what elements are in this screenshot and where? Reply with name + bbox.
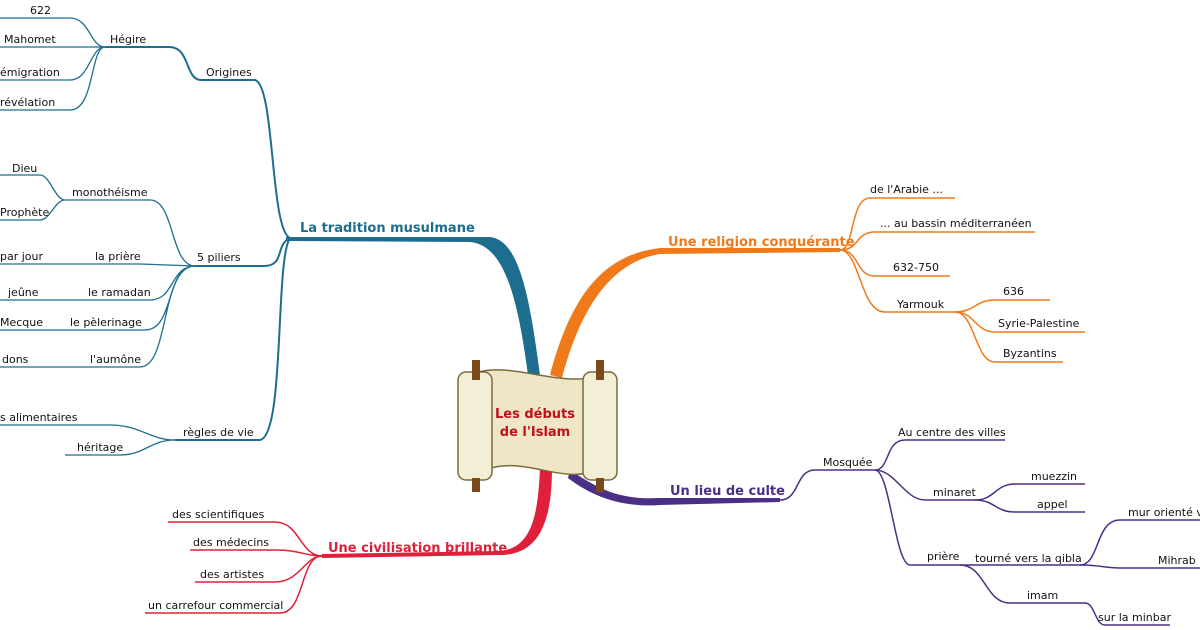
civilisation-links <box>145 521 323 614</box>
hegire-item-emigration: émigration <box>0 66 60 79</box>
qibla-item-mihrab: Mihrab <box>1158 554 1196 567</box>
priere-item: par jour <box>0 250 44 263</box>
aumone-label: l'aumône <box>90 353 141 366</box>
yarmouk-label: Yarmouk <box>896 298 945 311</box>
hegire-item-622: 622 <box>30 4 51 17</box>
civ-item-scientifiques: des scientifiques <box>172 508 265 521</box>
tradition-leaf-links <box>0 17 196 456</box>
priere-culte-label: prière <box>927 550 960 563</box>
scroll-icon <box>457 360 618 492</box>
conquete-item-arabie: de l'Arabie ... <box>870 183 943 196</box>
tradition-title: La tradition musulmane <box>300 221 475 236</box>
mono-item-dieu: Dieu <box>12 162 37 175</box>
conquete-item-bassin: ... au bassin méditerranéen <box>880 217 1032 230</box>
hegire-item-mahomet: Mahomet <box>4 33 56 46</box>
minaret-label: minaret <box>933 486 977 499</box>
conquete-item-dates: 632-750 <box>893 261 939 274</box>
branch-tradition-main <box>286 237 540 375</box>
mosquee-label: Mosquée <box>823 456 873 469</box>
pelerinage-label: le pèlerinage <box>70 316 142 329</box>
yarmouk-item-636: 636 <box>1003 285 1024 298</box>
priere-label: la prière <box>95 250 141 263</box>
center-title-line1: Les débuts <box>495 407 575 422</box>
yarmouk-item-byzantins: Byzantins <box>1003 347 1057 360</box>
culte-links <box>779 439 1200 626</box>
conquete-title: Une religion conquérante <box>668 235 855 250</box>
qibla-label: tourné vers la qibla <box>975 552 1082 565</box>
piliers-label: 5 piliers <box>197 251 241 264</box>
centre-villes-label: Au centre des villes <box>898 426 1006 439</box>
branch-conquete-main <box>550 248 840 378</box>
hegire-item-revelation: révélation <box>0 96 55 109</box>
tradition-links <box>105 46 291 441</box>
monotheisme-label: monothéisme <box>72 186 148 199</box>
minaret-item-muezzin: muezzin <box>1031 470 1077 483</box>
minaret-item-appel: appel <box>1037 498 1068 511</box>
yarmouk-item-syrie: Syrie-Palestine <box>998 317 1080 330</box>
origines-label: Origines <box>206 66 252 79</box>
regles-item-heritage: héritage <box>77 441 123 454</box>
aumone-item: dons <box>2 353 29 366</box>
minbar-label: sur la minbar <box>1098 611 1171 624</box>
culte-title: Un lieu de culte <box>670 484 785 499</box>
civ-item-artistes: des artistes <box>200 568 264 581</box>
center-title-line2: de l'Islam <box>500 425 570 440</box>
imam-label: imam <box>1027 589 1058 602</box>
ramadan-label: le ramadan <box>88 286 151 299</box>
civilisation-title: Une civilisation brillante <box>328 541 507 556</box>
branch-culte-main <box>568 470 780 506</box>
mono-item-prophete: Prophète <box>0 206 49 219</box>
civ-item-carrefour: un carrefour commercial <box>148 599 283 612</box>
regles-label: règles de vie <box>183 426 254 439</box>
conquete-links <box>839 197 1085 363</box>
regles-item-alimentaires: s alimentaires <box>0 411 78 424</box>
ramadan-item: jeûne <box>7 286 39 299</box>
hegire-label: Hégire <box>110 33 146 46</box>
qibla-item-mur: mur orienté v <box>1128 506 1200 519</box>
pelerinage-item: Mecque <box>0 316 43 329</box>
civ-item-medecins: des médecins <box>193 536 269 549</box>
